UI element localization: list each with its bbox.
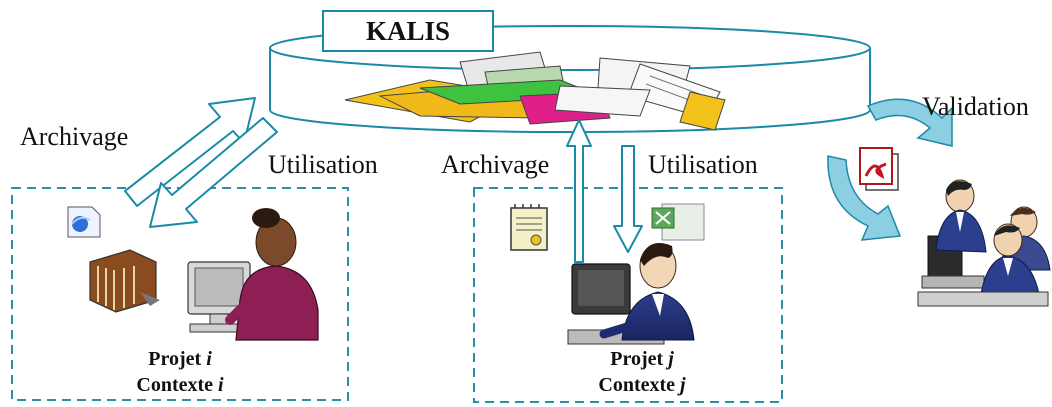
user-woman-at-computer — [187, 208, 319, 341]
context-i-index: i — [218, 374, 224, 396]
archive-label-left: Archivage — [20, 122, 129, 151]
project-i-index: i — [206, 348, 212, 370]
spreadsheet-icon — [651, 203, 705, 241]
archive-arrow-left — [124, 97, 256, 207]
context-j-index: j — [680, 374, 686, 396]
project-j-label: Projet — [610, 348, 664, 370]
validation-label: Validation — [922, 92, 1029, 121]
user-man-at-computer — [567, 243, 695, 345]
context-i-label: Contexte — [136, 374, 214, 396]
project-i-label: Projet — [148, 348, 202, 370]
context-j-label: Contexte — [598, 374, 676, 396]
use-arrow-middle — [613, 145, 643, 253]
pdf-icon — [859, 147, 899, 191]
archive-arrow-middle — [566, 119, 592, 263]
repository-title: KALIS — [322, 10, 494, 52]
documents-pile-icon — [344, 51, 726, 131]
validation-cycle-arrows — [827, 98, 953, 241]
project-i-caption: Projet i Contexte i — [110, 346, 250, 398]
project-j-caption: Projet j Contexte j — [572, 346, 712, 398]
validators-group — [917, 179, 1051, 307]
web-document-icon — [67, 206, 101, 238]
project-j-index: j — [668, 348, 674, 370]
archive-label-middle: Archivage — [441, 150, 550, 179]
use-label-middle: Utilisation — [648, 150, 758, 179]
books-icon — [89, 249, 160, 313]
use-label-left: Utilisation — [268, 150, 378, 179]
notepad-icon — [510, 204, 548, 251]
use-arrow-left — [149, 117, 278, 228]
